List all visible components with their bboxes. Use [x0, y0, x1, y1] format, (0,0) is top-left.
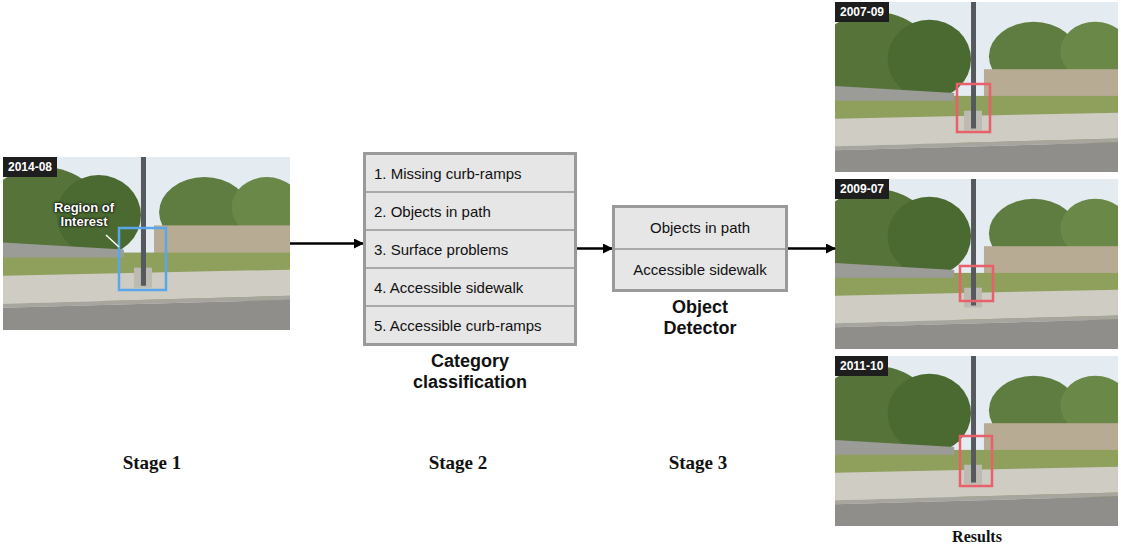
category-item: Accessible sidewalk [615, 250, 785, 290]
item-text: Objects in path [650, 219, 750, 236]
stage-label: Stage 1 [123, 453, 182, 473]
category-item: 1. Missing curb-ramps [366, 155, 574, 193]
street-view-photo: 2014-08Region of Interest [3, 157, 290, 330]
street-view-photo: 2011-10 [835, 356, 1118, 526]
street-scene [815, 179, 1121, 349]
category-item: 5. Accessible curb-ramps [366, 307, 574, 343]
item-text: 3. Surface problems [374, 241, 508, 258]
flow-arrow [290, 242, 363, 245]
street-scene [0, 157, 302, 330]
category-item: 3. Surface problems [366, 231, 574, 269]
item-text: 1. Missing curb-ramps [374, 165, 522, 182]
leader-line [106, 235, 119, 247]
stage-label: Stage 3 [669, 453, 728, 473]
classifier-box: Category classification1. Missing curb-r… [363, 152, 577, 346]
date-tag: 2009-07 [835, 179, 889, 199]
edge-group [290, 243, 363, 244]
item-text: 2. Objects in path [374, 203, 491, 220]
street-scene [815, 356, 1121, 526]
category-item: Objects in path [615, 208, 785, 250]
detection-box [957, 84, 990, 132]
result-photo [815, 179, 1121, 349]
category-item: 2. Objects in path [366, 193, 574, 231]
street-view-photo: 2007-09 [835, 2, 1118, 172]
flow-arrow [788, 247, 835, 250]
edge-group [788, 248, 835, 249]
result-photo [815, 356, 1121, 526]
date-tag: 2011-10 [835, 356, 888, 376]
detection-box [960, 266, 993, 301]
item-text: 4. Accessible sidewalk [374, 279, 523, 296]
street-scene [815, 2, 1121, 172]
item-text: 5. Accessible curb-ramps [374, 317, 542, 334]
street-view-photo: 2009-07 [835, 179, 1118, 349]
roi-box [119, 228, 166, 290]
region-label: Region of Interest [51, 201, 117, 229]
box-caption: Object Detector [645, 297, 755, 339]
result-photo [815, 2, 1121, 172]
category-item: 4. Accessible sidewalk [366, 269, 574, 307]
edge-group [577, 248, 612, 249]
stage-label: Results [952, 528, 1002, 545]
date-tag: 2007-09 [835, 2, 889, 22]
box-caption: Category classification [390, 351, 550, 393]
stage-label: Stage 2 [429, 453, 488, 473]
item-text: Accessible sidewalk [633, 261, 766, 278]
flow-arrow [577, 247, 612, 250]
classifier-box: Object DetectorObjects in pathAccessible… [612, 205, 788, 292]
detection-box [960, 436, 992, 486]
date-tag: 2014-08 [3, 157, 57, 177]
stage1-photo [0, 157, 302, 330]
